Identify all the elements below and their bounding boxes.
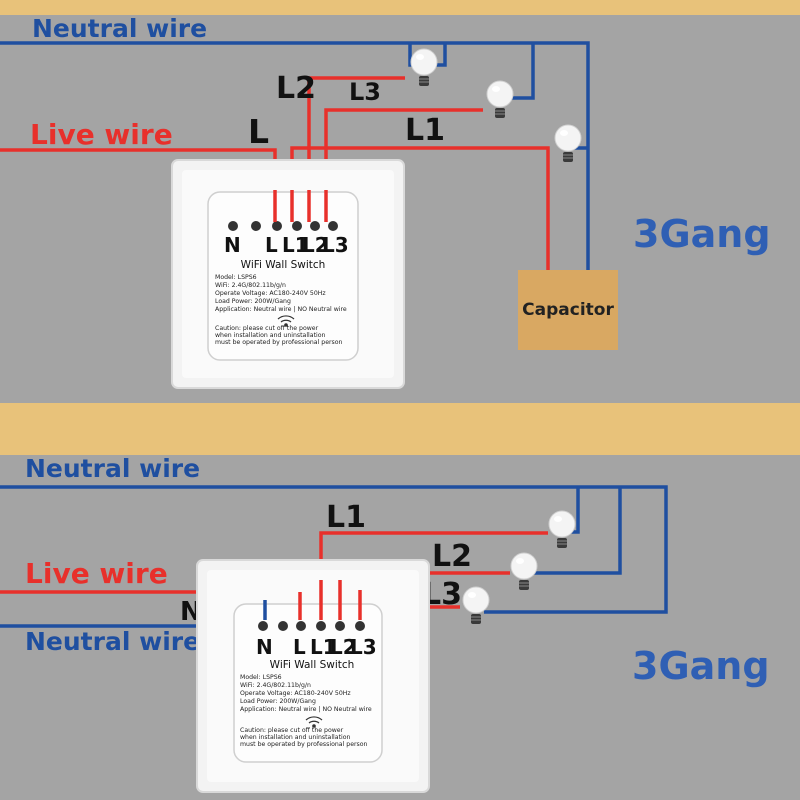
bottom-switch-model: Model: LSPS6 xyxy=(240,674,282,681)
top-panel: Capacitor Neutral wire Live wire L L2 L3… xyxy=(0,14,800,403)
top-switch-application: Application: Neutral wire | NO Neutral w… xyxy=(215,306,347,313)
top-label-l: L xyxy=(248,112,269,151)
bottom-label-l1: L1 xyxy=(326,500,366,535)
bottom-neutral-label-top: Neutral wire xyxy=(25,454,200,483)
top-gang-label: 3Gang xyxy=(633,212,771,256)
top-terminal-l: L xyxy=(265,233,278,257)
bottom-terminal-n: N xyxy=(256,635,273,659)
bottom-live-label: Live wire xyxy=(25,557,168,590)
bottom-switch: N L L1 L2 L3 WiFi Wall Switch Model: LSP… xyxy=(196,559,430,793)
capacitor-box xyxy=(518,270,618,350)
top-terminal-l3: L3 xyxy=(322,233,349,257)
top-label-l3: L3 xyxy=(349,78,381,106)
capacitor-label: Capacitor xyxy=(522,300,614,320)
top-switch-load: Load Power: 200W/Gang xyxy=(215,298,291,305)
top-terminal-n: N xyxy=(224,233,241,257)
top-switch-voltage: Operate Voltage: AC180-240V 50Hz xyxy=(215,290,326,297)
wifi-icon xyxy=(305,716,323,728)
top-switch-caution3: must be operated by professional person xyxy=(215,339,343,346)
top-switch-caution2: when installation and uninstallation xyxy=(215,332,326,339)
bottom-switch-caution3: must be operated by professional person xyxy=(240,741,368,748)
bottom-switch-title: WiFi Wall Switch xyxy=(270,659,355,671)
bottom-panel: Neutral wire Live wire Neutral wire L N … xyxy=(0,454,800,800)
bottom-switch-caution2: when installation and uninstallation xyxy=(240,734,351,741)
bottom-switch-caution1: Caution: please cut off the power xyxy=(240,727,344,734)
bottom-switch-voltage: Operate Voltage: AC180-240V 50Hz xyxy=(240,690,351,697)
top-label-l1: L1 xyxy=(405,113,445,148)
bottom-neutral-label-bottom: Neutral wire xyxy=(25,627,200,656)
top-live-label: Live wire xyxy=(30,118,173,151)
top-label-l2: L2 xyxy=(276,71,316,106)
bottom-switch-application: Application: Neutral wire | NO Neutral w… xyxy=(240,706,372,713)
top-switch-wifi: WiFi: 2.4G/802.11b/g/n xyxy=(215,282,286,289)
bottom-terminal-l1: L1 xyxy=(310,635,337,659)
top-switch-title: WiFi Wall Switch xyxy=(241,259,326,271)
bottom-label-l2: L2 xyxy=(432,539,472,574)
top-switch-model: Model: LSPS6 xyxy=(215,274,257,281)
bottom-terminal-l3: L3 xyxy=(350,635,377,659)
top-terminal-l1: L1 xyxy=(282,233,309,257)
bottom-switch-wifi: WiFi: 2.4G/802.11b/g/n xyxy=(240,682,311,689)
top-switch: N L L1 L2 L3 WiFi Wall Switch Model: LSP… xyxy=(171,159,405,389)
wifi-icon xyxy=(277,315,295,327)
top-switch-caution1: Caution: please cut off the power xyxy=(215,325,319,332)
top-terminal-l2: L2 xyxy=(302,233,329,257)
bottom-terminal-l2: L2 xyxy=(330,635,357,659)
bottom-switch-load: Load Power: 200W/Gang xyxy=(240,698,316,705)
top-neutral-label: Neutral wire xyxy=(32,14,207,43)
bottom-terminal-l: L xyxy=(293,635,306,659)
bottom-gang-label: 3Gang xyxy=(632,644,770,688)
